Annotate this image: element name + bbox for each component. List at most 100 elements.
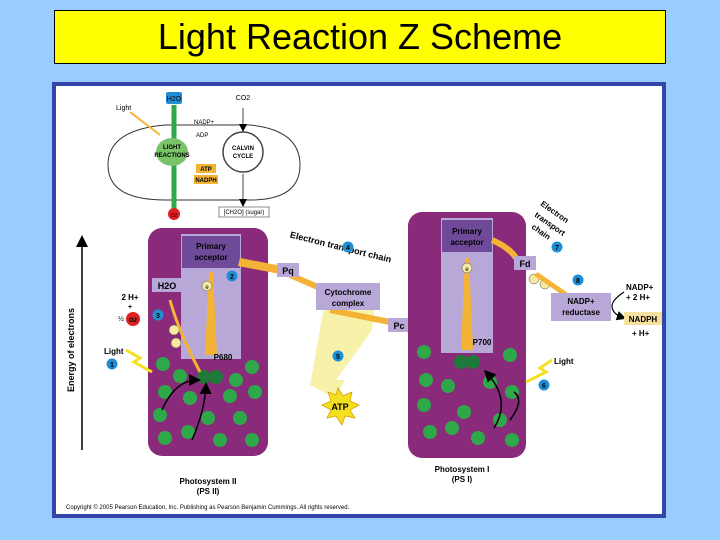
- etc-energy-glow: [310, 296, 376, 398]
- h2o-box: [166, 92, 182, 104]
- ps2-2h: 2 H+: [121, 293, 138, 302]
- svg-text:2: 2: [230, 274, 234, 281]
- light-bolt: [129, 111, 161, 136]
- pq-box: [277, 263, 299, 277]
- ps1-h-plus: + H+: [632, 329, 650, 338]
- copyright: Copyright © 2005 Pearson Education, Inc.…: [66, 504, 350, 511]
- ps1-primary-acceptor-l1: Primary: [452, 227, 482, 236]
- ps2-water-electron-2: [170, 337, 182, 349]
- overview-nadph-box: [194, 175, 218, 184]
- title-box: Light Reaction Z Scheme: [54, 10, 666, 64]
- ps1-primary-acceptor-box: [442, 220, 492, 252]
- nadph-box: [624, 312, 662, 325]
- pc-label: Pc: [393, 321, 404, 331]
- ps2-light-bolt: [125, 348, 153, 374]
- p700-pigment-1: [454, 355, 468, 369]
- ps2-h2o-box: [152, 278, 182, 292]
- pq-label: Pq: [282, 266, 294, 276]
- ps2-half: ½: [118, 315, 124, 323]
- overview-h2o: H2O: [167, 96, 182, 103]
- step-5: [332, 350, 344, 362]
- ps1-2h: + 2 H+: [626, 293, 650, 302]
- overview-sugar: [CH2O] (sugar): [224, 210, 265, 216]
- step-7: [551, 241, 563, 253]
- cytochrome-l2: complex: [332, 299, 365, 308]
- ps2-primary-acceptor-l2: acceptor: [194, 253, 227, 262]
- ps1-light: Light: [554, 357, 574, 366]
- overview-diagram: H2O CO2 Light LIGHT REACTIONS CALVIN CYC…: [107, 92, 301, 220]
- light-reactions-l2: REACTIONS: [154, 153, 189, 159]
- overview-nadph: NADPH: [195, 178, 216, 184]
- svg-text:3: 3: [156, 313, 160, 320]
- svg-text:e: e: [465, 267, 469, 273]
- cytochrome-l1: Cytochrome: [325, 288, 372, 297]
- overview-light: Light: [116, 105, 131, 112]
- calvin-cycle-circle: [222, 131, 264, 173]
- overview-adp: ADP: [196, 133, 208, 139]
- p680-pigment-2: [209, 370, 223, 384]
- ps2-antenna-chlorophylls: [153, 357, 262, 447]
- cytochrome-box: [316, 283, 380, 310]
- svg-text:6: 6: [542, 383, 546, 390]
- p700-label: P700: [473, 338, 492, 347]
- ps1-light-bolt: [525, 358, 553, 384]
- step-1: [106, 358, 118, 370]
- ps2-h2o: H2O: [158, 281, 177, 291]
- overview-o2: O2: [171, 213, 178, 219]
- svg-text:8: 8: [576, 278, 580, 285]
- step-3: [152, 309, 164, 321]
- step-6: [538, 379, 550, 391]
- atp-burst: [321, 387, 360, 426]
- step-4: [342, 241, 354, 253]
- ps2-o2-dot: [126, 312, 140, 326]
- ps1-nadp-plus: NADP+: [626, 283, 654, 292]
- p680-label: P680: [214, 353, 233, 362]
- overview-o2-dot: [168, 208, 180, 220]
- photosystem-ii: Primary acceptor e P680 H2O 2 H+ + ½ O2 …: [104, 228, 268, 496]
- svg-text:4: 4: [346, 245, 350, 252]
- ps1-antenna-chlorophylls: [417, 345, 519, 447]
- light-reactions-l1: LIGHT: [163, 145, 181, 151]
- overview-co2: CO2: [236, 95, 251, 102]
- step-2: [226, 270, 238, 282]
- ps2-electron-arrow: [205, 272, 217, 355]
- calvin-cycle-l2: CYCLE: [233, 154, 253, 160]
- ps2-primary-acceptor-l1: Primary: [196, 242, 226, 251]
- ps2-light: Light: [104, 347, 124, 356]
- nadp-reductase-l2: reductase: [562, 308, 600, 317]
- fd-label: Fd: [520, 259, 531, 269]
- step-markers: 1 2 3 4 5 6 7 8: [106, 241, 584, 391]
- thylakoid-stack: [156, 138, 188, 166]
- nadp-reductase-l1: NADP+: [567, 297, 595, 306]
- overview-nadp: NADP+: [194, 120, 215, 126]
- svg-text:5: 5: [336, 354, 340, 361]
- pc-box: [388, 318, 410, 332]
- ps1-name-l1: Photosystem I: [435, 465, 490, 474]
- step-8: [572, 274, 584, 286]
- ps1-nadph: NADPH: [629, 315, 658, 324]
- ps2-primary-acceptor-box: [182, 236, 240, 268]
- overview-atp: ATP: [200, 167, 212, 173]
- nadp-reductase-box: [551, 293, 611, 321]
- ps1-primary-acceptor-l2: acceptor: [450, 238, 483, 247]
- fd-box: [514, 256, 536, 270]
- svg-text:e: e: [205, 285, 209, 291]
- overview-atp-box: [196, 164, 216, 173]
- svg-text:1: 1: [110, 362, 114, 369]
- svg-text:+: +: [128, 304, 132, 311]
- photosystem-i: Primary acceptor e P700 Light Photosyste…: [408, 199, 662, 484]
- water-electron-path: [168, 299, 202, 373]
- ps2-name-l2: (PS II): [197, 487, 220, 496]
- ps2-o2: O2: [129, 318, 138, 324]
- ps2-name-l1: Photosystem II: [180, 477, 237, 486]
- etc-atp: ATP: [331, 402, 348, 412]
- page-title: Light Reaction Z Scheme: [157, 16, 563, 57]
- svg-text:7: 7: [555, 245, 559, 252]
- etc-label: Electron transport chain: [289, 230, 392, 265]
- p700-pigment-2: [466, 355, 480, 369]
- ps1-electron-arrow: [461, 258, 473, 350]
- ps1-name-l2: (PS I): [452, 475, 473, 484]
- ps2-electron: [201, 280, 213, 292]
- energy-axis-label: Energy of electrons: [66, 308, 76, 392]
